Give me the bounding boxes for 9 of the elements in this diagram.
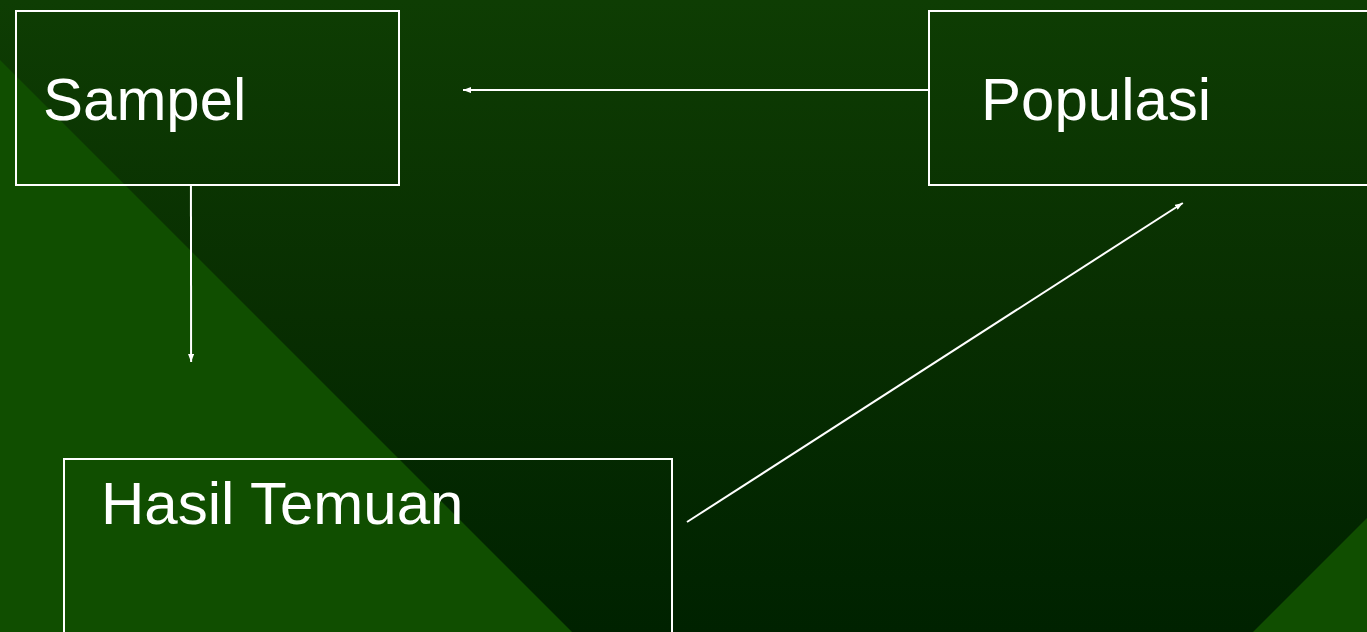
- text-box: [928, 10, 1367, 186]
- box-label: Populasi: [981, 65, 1212, 135]
- arrow: [188, 185, 195, 363]
- box-label: Hasil Temuan: [101, 469, 464, 539]
- arrow: [686, 202, 1184, 523]
- box-label: Sampel: [43, 65, 247, 135]
- arrow: [462, 87, 929, 94]
- text-box: [15, 10, 400, 186]
- text-box: [63, 458, 673, 632]
